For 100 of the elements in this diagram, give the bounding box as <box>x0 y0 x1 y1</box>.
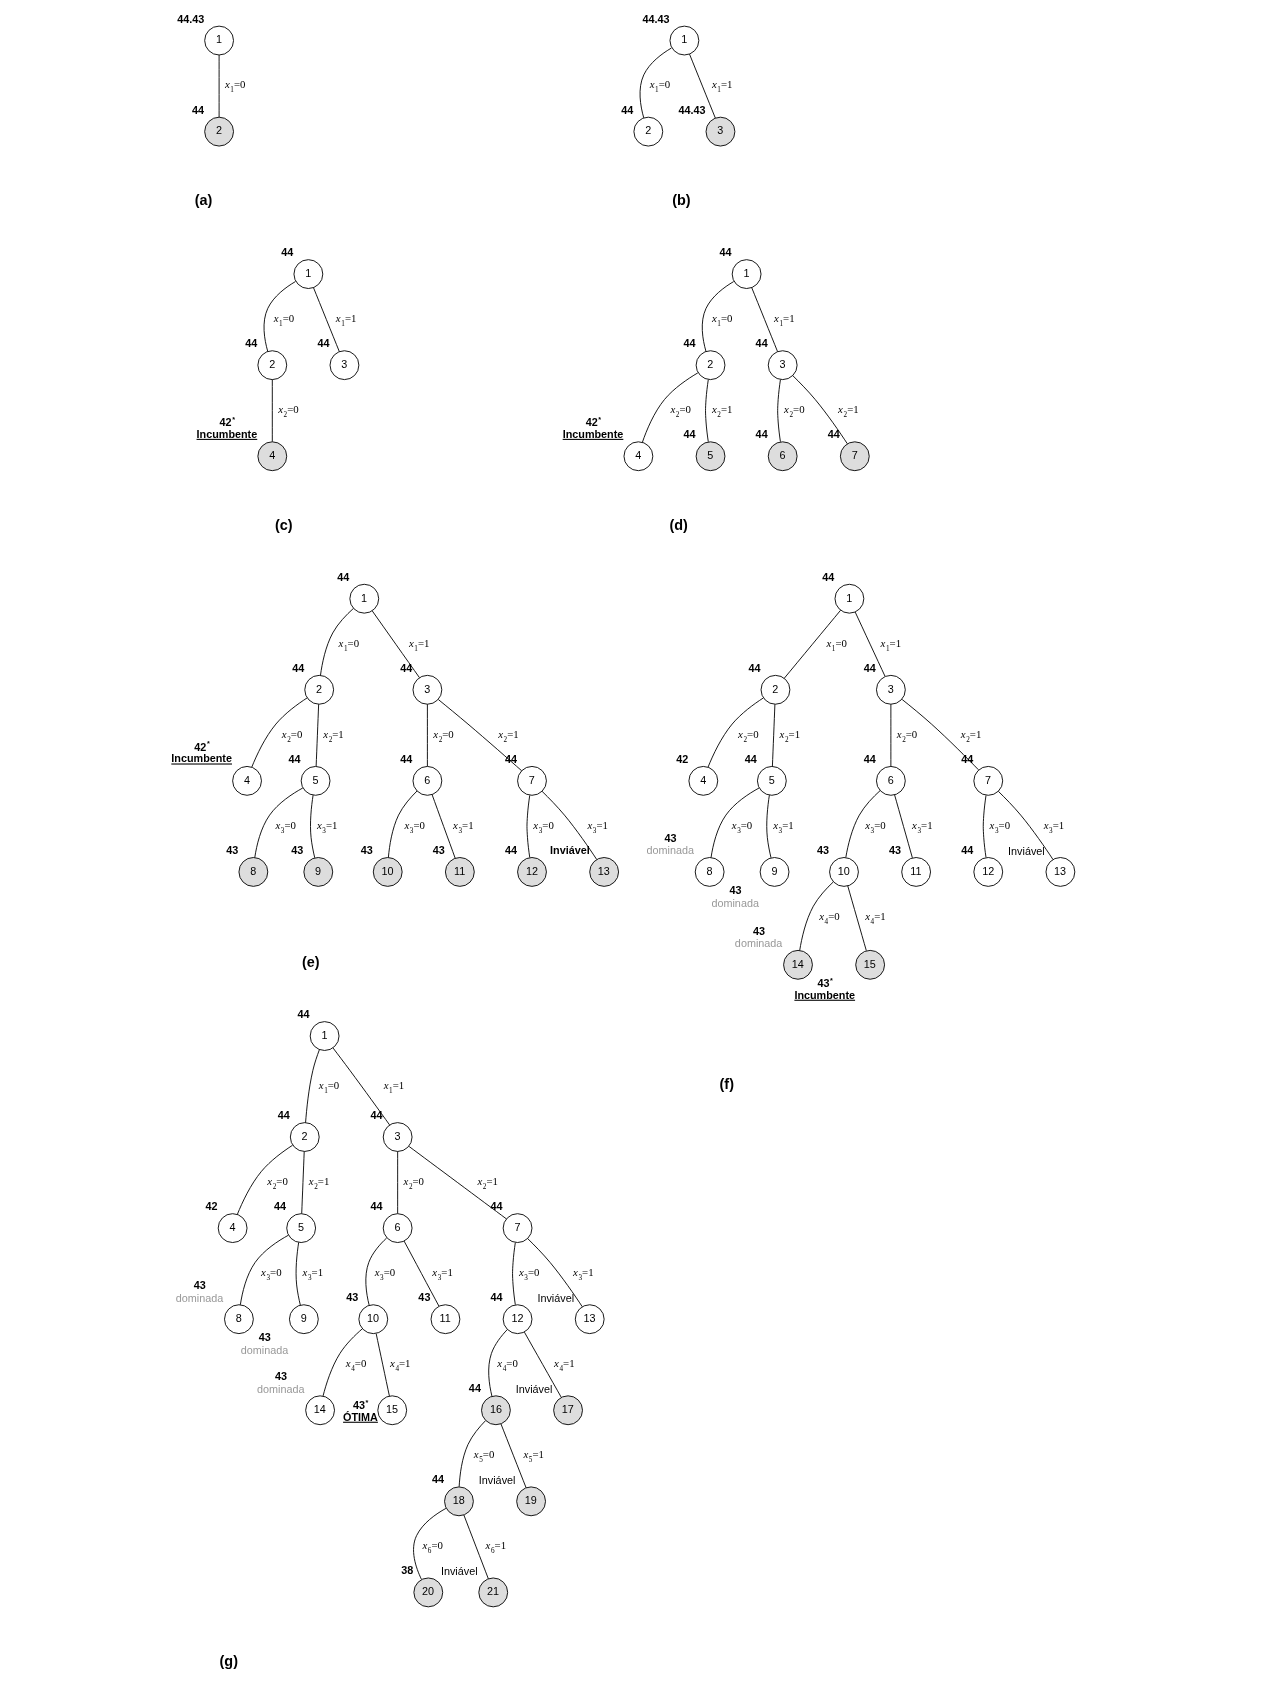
node-label: 43 <box>258 1331 271 1344</box>
node-circle: 3 <box>767 350 798 381</box>
edge-label: x$_{3}$=1 <box>912 818 933 835</box>
edge-label: x$_{2}$=0 <box>267 1174 288 1191</box>
connector <box>413 1507 447 1580</box>
node-label: 44 <box>748 661 761 674</box>
node-label: 44 <box>468 1382 481 1395</box>
connector <box>239 1234 289 1306</box>
node-circle: 1 <box>834 583 865 614</box>
node-circle: 12 <box>502 1304 533 1335</box>
connector <box>397 1151 399 1214</box>
node-circle: 5 <box>756 766 787 796</box>
connector <box>271 379 273 443</box>
edge-label: x$_{3}$=1 <box>316 818 338 835</box>
edge-label: x$_{5}$=1 <box>523 1448 544 1465</box>
node-circle: 3 <box>412 674 443 705</box>
node-label: 43 <box>193 1279 206 1292</box>
node-circle: 4 <box>217 1213 248 1243</box>
node-label: Incumbente <box>196 427 258 440</box>
connector <box>527 1238 583 1308</box>
edge-label: x$_{2}$=0 <box>738 727 759 744</box>
node-circle: 5 <box>695 441 726 472</box>
connector <box>783 609 842 679</box>
edge-label: x$_{3}$=0 <box>261 1266 282 1282</box>
node-circle: 1 <box>309 1021 340 1051</box>
connector <box>438 699 523 772</box>
edge-label: x$_{1}$=0 <box>224 78 246 95</box>
node-circle: 2 <box>257 350 288 381</box>
connector <box>301 1151 305 1214</box>
node-circle: 2 <box>633 116 664 147</box>
node-label: 44 <box>281 246 294 259</box>
node-circle: 7 <box>973 766 1004 796</box>
edge-label: x$_{3}$=0 <box>404 818 425 835</box>
node-label: 44 <box>317 337 330 350</box>
edge-label: x$_{6}$=1 <box>485 1539 507 1556</box>
node-circle: 14 <box>783 949 813 980</box>
edge-label: x$_{4}$=0 <box>497 1357 518 1374</box>
node-label: 43 <box>346 1291 359 1304</box>
connector <box>792 375 848 445</box>
edge-label: x$_{2}$=1 <box>308 1174 330 1191</box>
edge-label: x$_{2}$=1 <box>477 1174 498 1191</box>
connector <box>375 1333 390 1397</box>
node-label: 44 <box>504 843 517 856</box>
node-label: 43 <box>664 831 677 844</box>
connector <box>488 1329 508 1397</box>
node-circle: 3 <box>705 116 736 147</box>
connector <box>463 1514 489 1580</box>
connector <box>236 1144 294 1215</box>
edge-label: x$_{1}$=1 <box>711 78 733 95</box>
node-circle: 1 <box>293 259 324 289</box>
node-label: 44 <box>863 661 876 674</box>
connector <box>251 697 308 768</box>
connector <box>890 703 892 767</box>
node-circle: 9 <box>759 857 790 887</box>
edge-label: x$_{2}$=0 <box>896 727 918 744</box>
node-circle: 8 <box>224 1304 254 1335</box>
edge-label: x$_{3}$=0 <box>275 818 296 835</box>
edge-label: x$_{3}$=1 <box>587 818 608 835</box>
node-circle: 8 <box>238 857 269 887</box>
node-circle: 11 <box>901 857 931 887</box>
node-label: 44 <box>337 570 350 583</box>
edge-label: x$_{2}$=0 <box>281 727 303 744</box>
node-label: Inviável <box>1008 844 1045 857</box>
node-label: 44 <box>274 1200 287 1213</box>
edge-label: x$_{2}$=0 <box>278 403 299 420</box>
connector <box>894 794 913 859</box>
node-label: 38 <box>401 1564 414 1577</box>
label: (c) <box>275 517 293 533</box>
edge-label: x$_{1}$=0 <box>711 311 733 328</box>
edge-label: x$_{4}$=1 <box>389 1357 411 1374</box>
node-circle: 1 <box>204 25 234 56</box>
edge-label: x$_{1}$=0 <box>318 1078 340 1095</box>
node-label: 42$^{*}$ <box>194 739 210 753</box>
node-label: dominada <box>256 1382 305 1395</box>
node-circle: 6 <box>876 766 906 796</box>
node-label: 44 <box>683 337 696 350</box>
connector <box>854 611 886 677</box>
node-label: Incumbente <box>562 427 624 440</box>
node-label: 44 <box>822 570 835 583</box>
edge-label: x$_{3}$=1 <box>773 818 794 835</box>
node-label: dominada <box>175 1291 224 1304</box>
node-circle: 12 <box>973 857 1004 887</box>
edge-label: x$_{6}$=0 <box>422 1539 443 1556</box>
node-label: Inviável <box>515 1383 553 1396</box>
edge-label: x$_{4}$=1 <box>865 909 886 926</box>
connector <box>771 703 776 767</box>
connector <box>901 699 979 771</box>
node-circle: 2 <box>695 350 726 381</box>
node-label: 44 <box>490 1291 503 1304</box>
edge-label: x$_{2}$=0 <box>403 1174 425 1191</box>
node-circle: 4 <box>688 766 719 796</box>
connector <box>315 703 320 767</box>
edge-label: x$_{4}$=0 <box>819 909 840 926</box>
node-label: 44 <box>755 428 768 441</box>
connector <box>751 287 778 352</box>
node-label: Inviável <box>440 1565 478 1578</box>
node-label: 44 <box>245 337 258 350</box>
node-circle: 11 <box>445 857 475 887</box>
label: (f) <box>719 1076 734 1093</box>
connector <box>305 1049 320 1124</box>
